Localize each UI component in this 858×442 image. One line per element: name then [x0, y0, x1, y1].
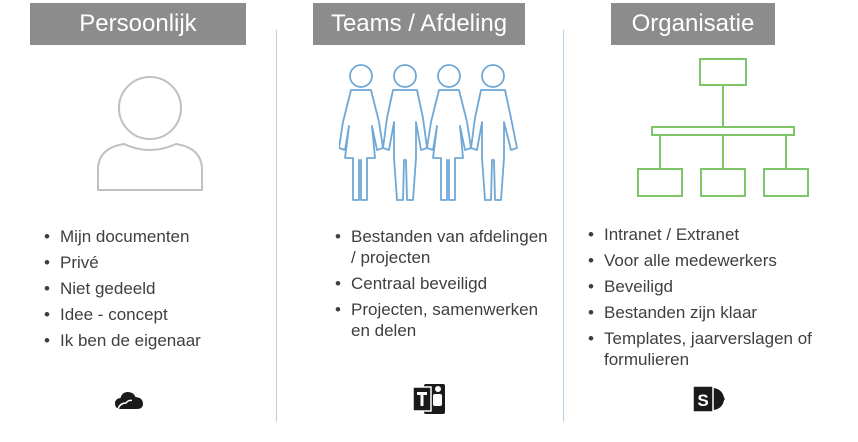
list-item: Bestanden van afdelingen / projecten: [335, 226, 557, 268]
person-icon: [97, 76, 203, 191]
list-item: Mijn documenten: [44, 226, 274, 247]
column-divider: [563, 30, 564, 422]
feature-list-teams: Bestanden van afdelingen / projecten Cen…: [335, 226, 557, 346]
list-item: Templates, jaarverslagen of formulieren: [588, 328, 824, 370]
list-item: Bestanden zijn klaar: [588, 302, 824, 323]
column-teams: Teams / Afdeling Bestanden van afdelinge…: [277, 0, 562, 442]
list-item: Voor alle medewerkers: [588, 250, 824, 271]
list-item: Intranet / Extranet: [588, 224, 824, 245]
teams-icon[interactable]: [412, 383, 446, 415]
feature-list-organisation: Intranet / Extranet Voor alle medewerker…: [588, 224, 824, 375]
column-divider: [276, 30, 277, 422]
list-item: Centraal beveiligd: [335, 273, 557, 294]
list-item: Niet gedeeld: [44, 278, 274, 299]
list-item: Projecten, samenwerken en delen: [335, 299, 557, 341]
column-organisation: Organisatie Intranet / Extranet Voor all…: [564, 0, 858, 442]
list-item: Privé: [44, 252, 274, 273]
column-header-personal: Persoonlijk: [30, 3, 246, 45]
team-people-icon: [339, 64, 518, 201]
org-chart-icon: [637, 58, 809, 197]
list-item: Idee - concept: [44, 304, 274, 325]
column-header-teams: Teams / Afdeling: [313, 3, 525, 45]
list-item: Beveiligd: [588, 276, 824, 297]
onedrive-cloud-icon[interactable]: [114, 389, 144, 411]
feature-list-personal: Mijn documenten Privé Niet gedeeld Idee …: [44, 226, 274, 356]
list-item: Ik ben de eigenaar: [44, 330, 274, 351]
sharepoint-icon[interactable]: S: [692, 383, 726, 415]
column-header-organisation: Organisatie: [611, 3, 775, 45]
svg-text:S: S: [697, 391, 708, 410]
column-personal: Persoonlijk Mijn documenten Privé Niet g…: [0, 0, 276, 442]
